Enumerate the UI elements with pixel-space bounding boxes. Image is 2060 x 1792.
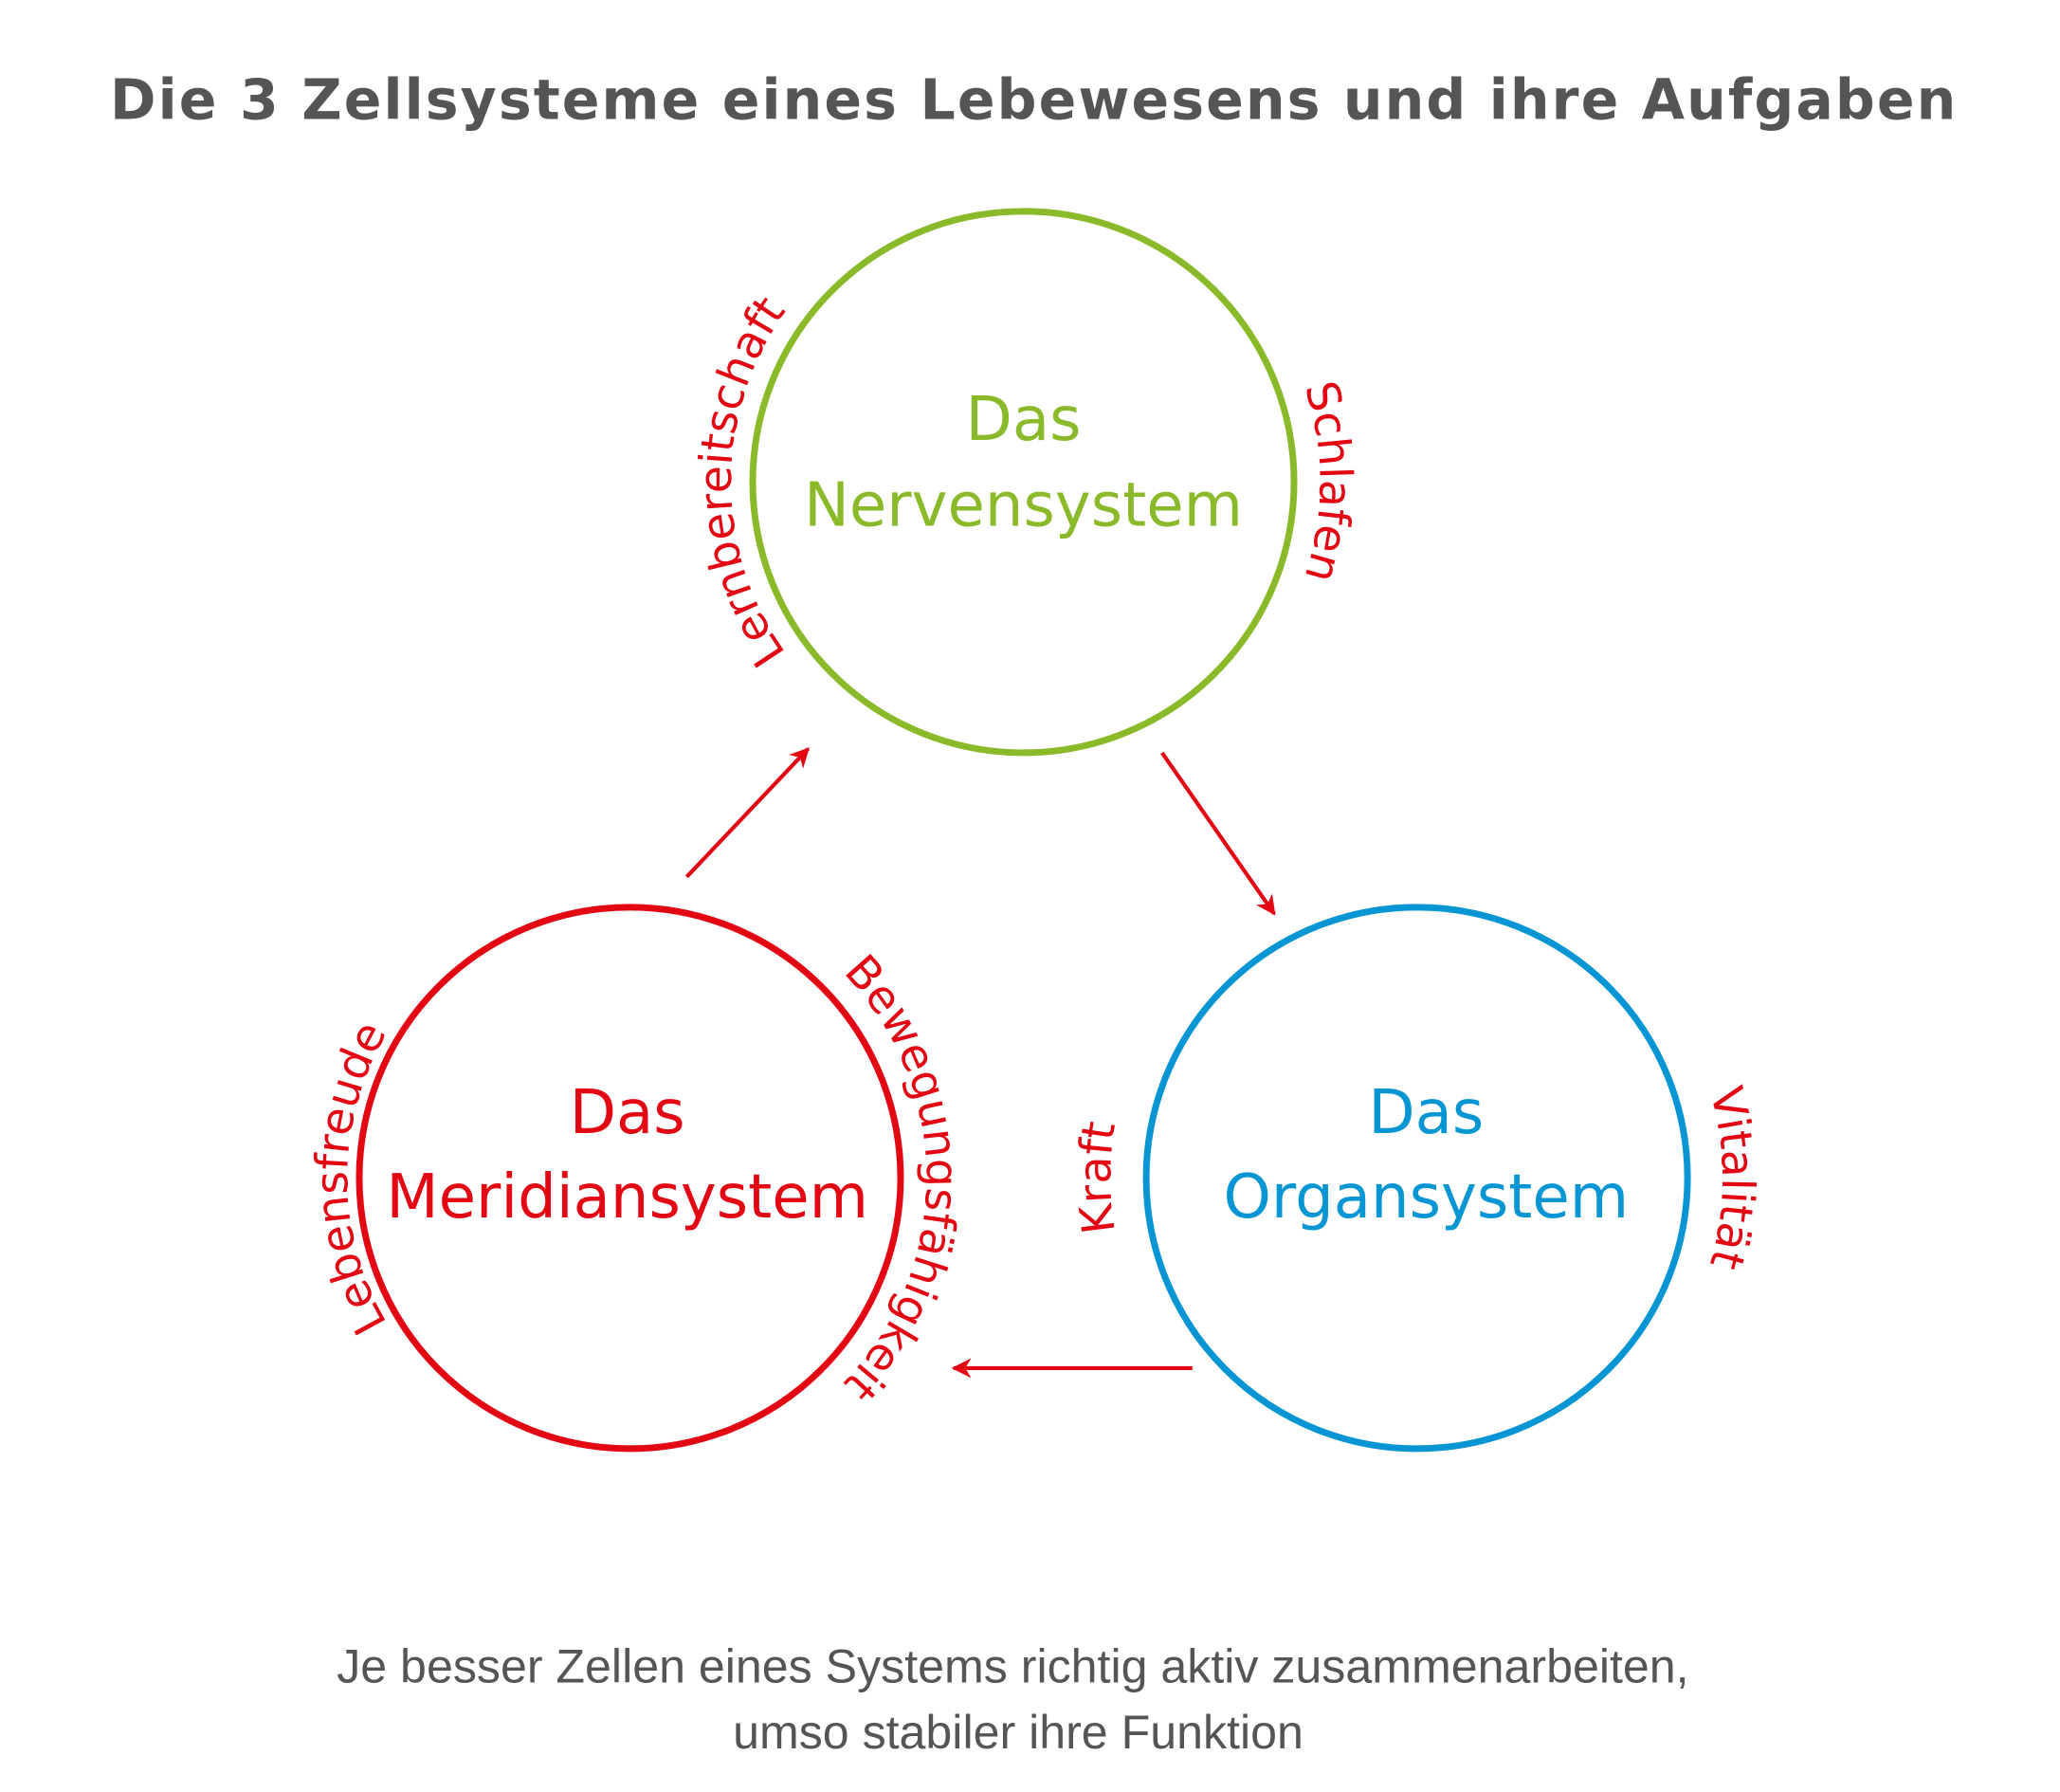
meridiansystem-label-1: Das [570, 1078, 685, 1148]
task-kraft: Kraft [1069, 1118, 1126, 1236]
task-lebensfreude: Lebensfreude [306, 1013, 397, 1343]
arrow-nerven-to-organ [1160, 751, 1276, 916]
caption-line-1: Je besser Zellen eines Systems richtig a… [337, 1639, 1688, 1692]
task-schlafen: Schlafen [1294, 375, 1361, 588]
meridiansystem-label-2: Meridiansystem [386, 1162, 868, 1233]
nervensystem-label-1: Das [966, 385, 1082, 455]
organsystem-circle [1142, 904, 1691, 1453]
organsystem-label-2: Organsystem [1223, 1162, 1629, 1233]
meridiansystem-node: Das Meridiansystem Lebensfreude Bewegung… [306, 904, 968, 1453]
task-vitalitaet: Vitalität [1699, 1082, 1763, 1275]
task-lernbereitschaft: Lernbereitschaft [690, 287, 795, 676]
organsystem-label-1: Das [1368, 1078, 1484, 1148]
nervensystem-circle [749, 208, 1298, 757]
meridiansystem-circle [355, 904, 904, 1453]
nervensystem-node: Das Nervensystem Lernbereitschaft Schlaf… [690, 208, 1361, 757]
page-title: Die 3 Zellsysteme eines Lebewesens und i… [110, 67, 1958, 132]
caption-line-2: umso stabiler ihre Funktion [733, 1706, 1303, 1759]
arrow-meridian-to-nerven [684, 747, 811, 879]
nervensystem-label-2: Nervensystem [804, 470, 1243, 540]
